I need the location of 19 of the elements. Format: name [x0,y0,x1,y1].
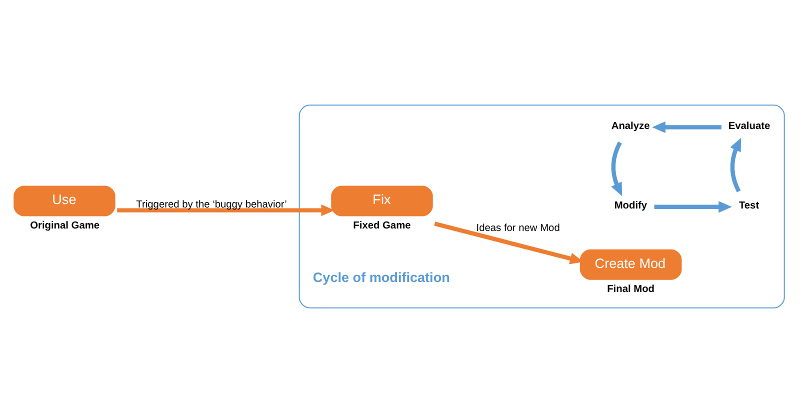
label: Cycle of modification [312,270,450,285]
node-box: Fix [331,185,433,216]
arrow [730,137,742,192]
node-label: Final Mod [607,284,655,295]
node-box: Use [14,185,116,216]
node-box: Create Mod [580,248,682,280]
arrow [654,200,732,212]
arrow [117,204,335,216]
node-text: Test [738,200,760,212]
node-label: Original Game [30,220,100,232]
node-text: Evaluate [728,120,770,132]
edge-label: Triggered by the ‘buggy behavior’ [136,198,287,210]
node-text: Modify [614,200,648,212]
arrow [652,120,722,133]
cluster [298,104,785,308]
edge-label: Ideas for new Mod [476,222,560,234]
arrow [611,141,622,196]
node-text: Analyze [611,120,650,132]
node-label: Fixed Game [353,220,411,232]
